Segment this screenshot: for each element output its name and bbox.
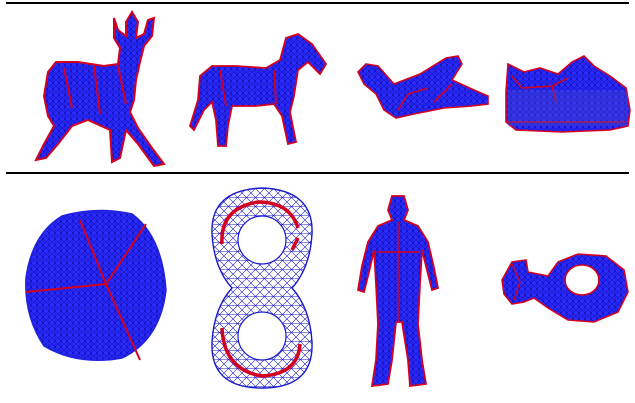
rounded-cube-mesh-icon: [22, 206, 170, 364]
shoe-mesh-icon: [502, 52, 632, 134]
human-mesh-icon: [356, 192, 442, 390]
double-torus-mesh-icon: [206, 184, 318, 392]
deer-mesh-icon: [14, 8, 174, 170]
bird-mesh-icon: [354, 50, 492, 126]
top-rule: [6, 2, 629, 4]
middle-rule: [6, 172, 629, 174]
horse-mesh-icon: [186, 30, 332, 152]
rocker-arm-mesh-icon: [498, 250, 630, 328]
